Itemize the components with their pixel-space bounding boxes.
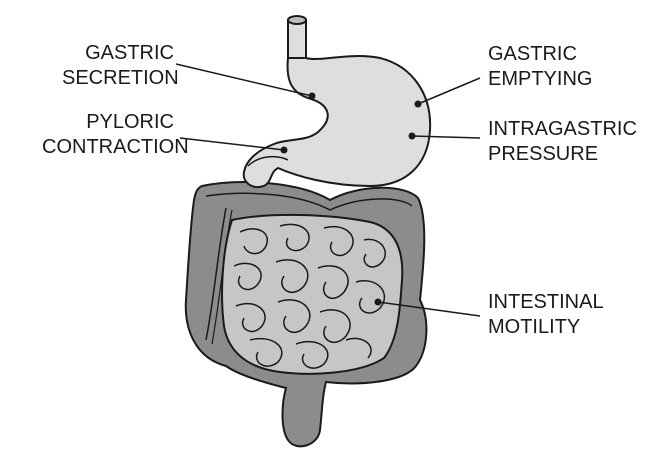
esophagus-opening — [288, 16, 306, 24]
label-line: INTRAGASTRIC — [488, 117, 637, 142]
pointer-dot-gastric-secretion — [309, 93, 316, 100]
small-intestine — [222, 215, 402, 374]
stomach — [244, 16, 430, 187]
label-line: INTESTINAL — [488, 290, 604, 315]
label-line: GASTRIC — [488, 42, 592, 67]
pointer-dot-intestinal-motility — [375, 299, 382, 306]
pointer-dot-pyloric-contraction — [281, 147, 288, 154]
pointer-pyloric-contraction — [180, 138, 284, 150]
pointer-dot-gastric-emptying — [415, 101, 422, 108]
label-gastric-secretion: GASTRIC SECRETION — [62, 41, 174, 91]
label-line: PYLORIC — [42, 110, 174, 135]
label-intestinal-motility: INTESTINAL MOTILITY — [488, 290, 604, 340]
label-line: GASTRIC — [62, 41, 174, 66]
label-line: EMPTYING — [488, 67, 592, 92]
label-pyloric-contraction: PYLORIC CONTRACTION — [42, 110, 174, 160]
label-intragastric-pressure: INTRAGASTRIC PRESSURE — [488, 117, 637, 167]
label-line: PRESSURE — [488, 142, 637, 167]
pointer-gastric-emptying — [418, 78, 480, 104]
esophagus — [288, 20, 306, 60]
label-line: MOTILITY — [488, 315, 604, 340]
label-line: SECRETION — [62, 66, 174, 91]
stomach-body — [244, 56, 430, 187]
label-gastric-emptying: GASTRIC EMPTYING — [488, 42, 592, 92]
pointer-dot-intragastric-pressure — [409, 133, 416, 140]
small-intestine-mass — [222, 215, 402, 374]
label-line: CONTRACTION — [42, 135, 174, 160]
